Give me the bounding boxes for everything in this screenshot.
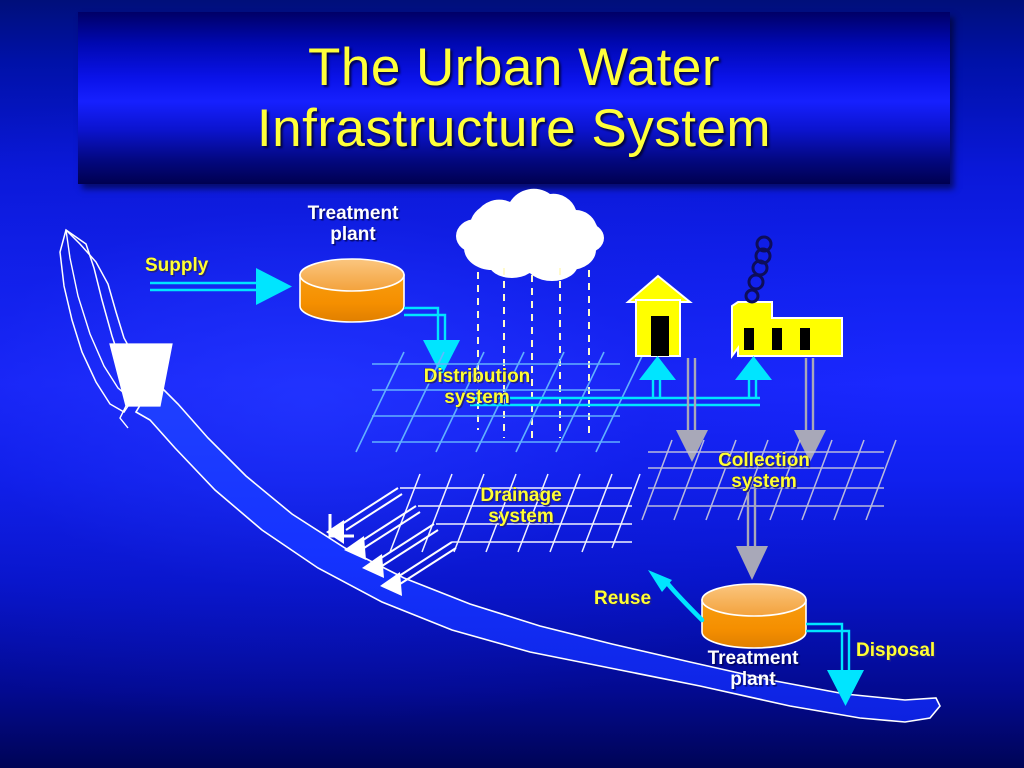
drainage-system-grid bbox=[389, 473, 641, 553]
factory-building bbox=[731, 235, 843, 359]
treatment-plant-top-cylinder bbox=[299, 258, 405, 323]
reservoir-with-dam bbox=[59, 228, 173, 429]
supply-flow-arrow bbox=[150, 268, 292, 305]
smokestack-smoke bbox=[744, 235, 773, 304]
pipe-buildings-to-collection bbox=[676, 358, 826, 462]
collection-system-grid bbox=[641, 439, 897, 521]
treatment-plant-bottom-cylinder bbox=[701, 583, 807, 649]
distribution-system-grid bbox=[355, 351, 645, 453]
house-building bbox=[625, 274, 693, 357]
pipe-distribution-to-buildings bbox=[470, 356, 772, 407]
reuse-flow-arrow bbox=[648, 570, 705, 623]
page-title: The Urban Water Infrastructure System bbox=[256, 38, 772, 158]
title-band bbox=[78, 12, 950, 184]
river bbox=[134, 385, 941, 723]
rainfall-dashed-lines bbox=[477, 268, 590, 438]
pipe-collection-to-treatment bbox=[736, 484, 768, 580]
disposal-flow-arrow bbox=[806, 622, 864, 706]
rain-cloud bbox=[456, 188, 604, 281]
pipe-treatment-to-distribution bbox=[404, 306, 460, 376]
drainage-flow-arrows bbox=[326, 487, 457, 596]
